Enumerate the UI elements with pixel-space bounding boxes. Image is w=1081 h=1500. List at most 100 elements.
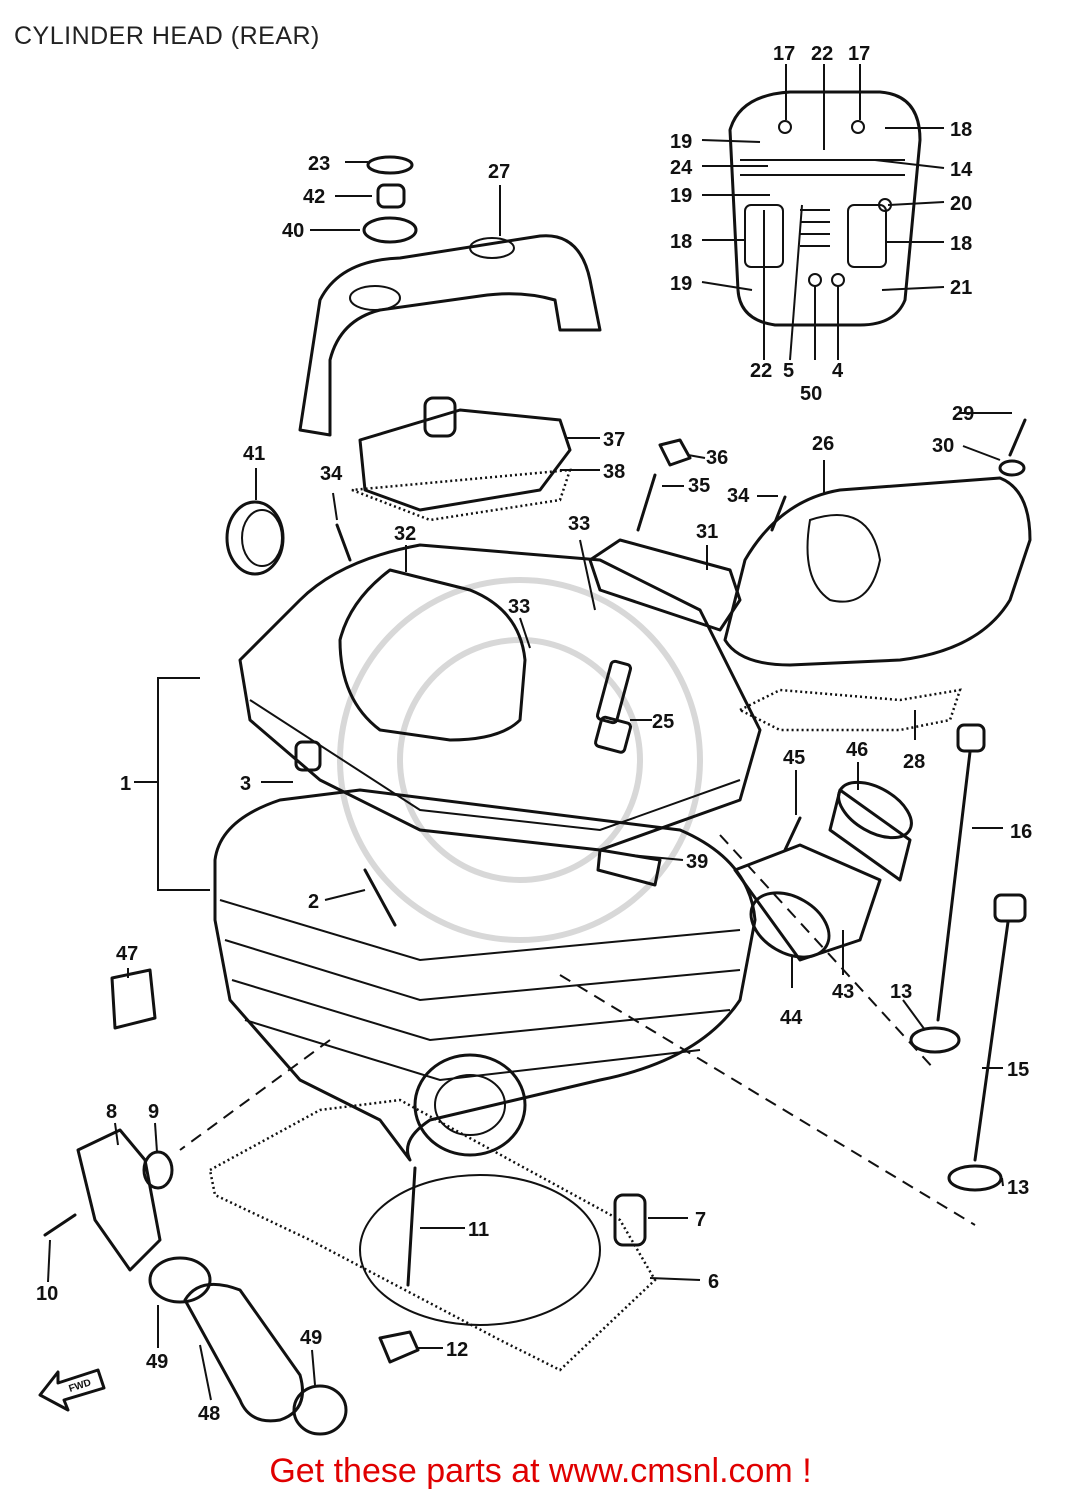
spacer-42 xyxy=(376,183,406,209)
spark-plug-25 xyxy=(594,659,633,754)
nut-36 xyxy=(658,438,692,467)
fwd-arrow: FWD xyxy=(38,1368,106,1412)
callout-19b: 19 xyxy=(670,185,692,207)
callout-labels: 1 2 3 4 5 6 7 8 9 10 11 12 13 13 14 15 1… xyxy=(36,43,1032,1425)
callout-6: 6 xyxy=(708,1271,719,1293)
bolt-29 xyxy=(1008,418,1027,457)
nut-12 xyxy=(378,1330,420,1364)
callout-47: 47 xyxy=(116,943,138,965)
cover-guard-hole xyxy=(469,237,515,259)
cam-cover-gasket-28 xyxy=(737,688,962,732)
callout-23: 23 xyxy=(308,153,330,175)
callout-36: 36 xyxy=(706,447,728,469)
callout-8: 8 xyxy=(106,1101,117,1123)
o-ring-44 xyxy=(749,891,831,959)
callout-19a: 19 xyxy=(670,131,692,153)
callout-25: 25 xyxy=(652,711,674,733)
hose-clamp-49a xyxy=(148,1256,212,1304)
cover-guard-hole xyxy=(349,285,401,311)
breather-cover-37 xyxy=(358,408,572,512)
callout-50: 50 xyxy=(800,383,822,405)
callout-1: 1 xyxy=(120,773,131,795)
washer-13b xyxy=(947,1164,1003,1192)
leader-lines xyxy=(47,64,1012,1401)
breather-pipe xyxy=(423,396,457,438)
callout-32: 32 xyxy=(394,523,416,545)
callout-30: 30 xyxy=(932,435,954,457)
callout-27: 27 xyxy=(488,161,510,183)
callout-7: 7 xyxy=(695,1209,706,1231)
callout-44: 44 xyxy=(780,1007,803,1029)
callout-18a: 18 xyxy=(950,119,972,141)
cta-link[interactable]: Get these parts at www.cmsnl.com ! xyxy=(269,1452,812,1490)
page-title: CYLINDER HEAD (REAR) xyxy=(14,22,320,50)
gasket-bore xyxy=(359,1174,601,1326)
callout-33a: 33 xyxy=(568,513,590,535)
callout-26: 26 xyxy=(812,433,834,455)
intake-pipe-43 xyxy=(733,843,882,962)
callout-2: 2 xyxy=(308,891,319,913)
callout-18c: 18 xyxy=(950,233,972,255)
callout-16: 16 xyxy=(1010,821,1032,843)
callout-48: 48 xyxy=(198,1403,220,1425)
callout-22b: 22 xyxy=(750,360,772,382)
callout-4: 4 xyxy=(832,360,844,382)
callout-40: 40 xyxy=(282,220,304,242)
breather-gasket-38 xyxy=(351,468,572,522)
callout-17a: 17 xyxy=(773,43,795,65)
callout-38: 38 xyxy=(603,461,625,483)
callout-9: 9 xyxy=(148,1101,159,1123)
callout-22a: 22 xyxy=(811,43,833,65)
callout-34a: 34 xyxy=(320,463,343,485)
bolt-10 xyxy=(43,1213,77,1237)
grommet-40 xyxy=(362,216,418,244)
washer-13a xyxy=(909,1026,961,1054)
bolt-34b xyxy=(770,495,787,532)
callout-31: 31 xyxy=(696,521,718,543)
callout-49b: 49 xyxy=(300,1327,322,1349)
callout-37: 37 xyxy=(603,429,625,451)
callout-46: 46 xyxy=(846,739,868,761)
washer-23 xyxy=(366,155,414,175)
dowel-7 xyxy=(613,1193,647,1247)
alignment-lines xyxy=(179,834,976,1226)
dowel-pin-3 xyxy=(294,740,322,772)
cover-guard-27 xyxy=(298,234,602,437)
callout-17b: 17 xyxy=(848,43,870,65)
callout-13b: 13 xyxy=(1007,1177,1029,1199)
callout-24: 24 xyxy=(670,157,693,179)
cylinder-head-lower xyxy=(213,788,757,1162)
callout-34b: 34 xyxy=(727,485,750,507)
callout-13a: 13 xyxy=(890,981,912,1003)
cover-31 xyxy=(588,538,742,632)
stud-11 xyxy=(406,1166,417,1287)
callout-10: 10 xyxy=(36,1283,58,1305)
callout-45: 45 xyxy=(783,747,805,769)
cam-cover-opening xyxy=(806,514,882,603)
callout-33b: 33 xyxy=(508,596,530,618)
cylinder-head-body xyxy=(238,543,762,852)
callout-35: 35 xyxy=(688,475,710,497)
inset-cover-plate xyxy=(728,90,922,327)
callout-3: 3 xyxy=(240,773,251,795)
callout-28: 28 xyxy=(903,751,925,773)
hose-48 xyxy=(183,1282,304,1423)
callout-15: 15 xyxy=(1007,1059,1029,1081)
bolt-16 xyxy=(936,723,986,1022)
cam-cover-26 xyxy=(723,476,1032,667)
callout-12: 12 xyxy=(446,1339,468,1361)
plug-47 xyxy=(110,968,157,1030)
clamp-46 xyxy=(828,780,913,882)
o-ring-9 xyxy=(142,1150,174,1190)
head-gasket-face xyxy=(249,699,741,832)
callout-14: 14 xyxy=(950,159,973,181)
exhaust-port-inner xyxy=(434,1074,506,1136)
callout-29: 29 xyxy=(952,403,974,425)
callout-43: 43 xyxy=(832,981,854,1003)
union-8 xyxy=(76,1128,162,1272)
hose-clamp-49b xyxy=(292,1384,348,1436)
screw-45 xyxy=(783,816,802,852)
bolt-15 xyxy=(973,893,1027,1162)
stud-2 xyxy=(363,868,397,927)
